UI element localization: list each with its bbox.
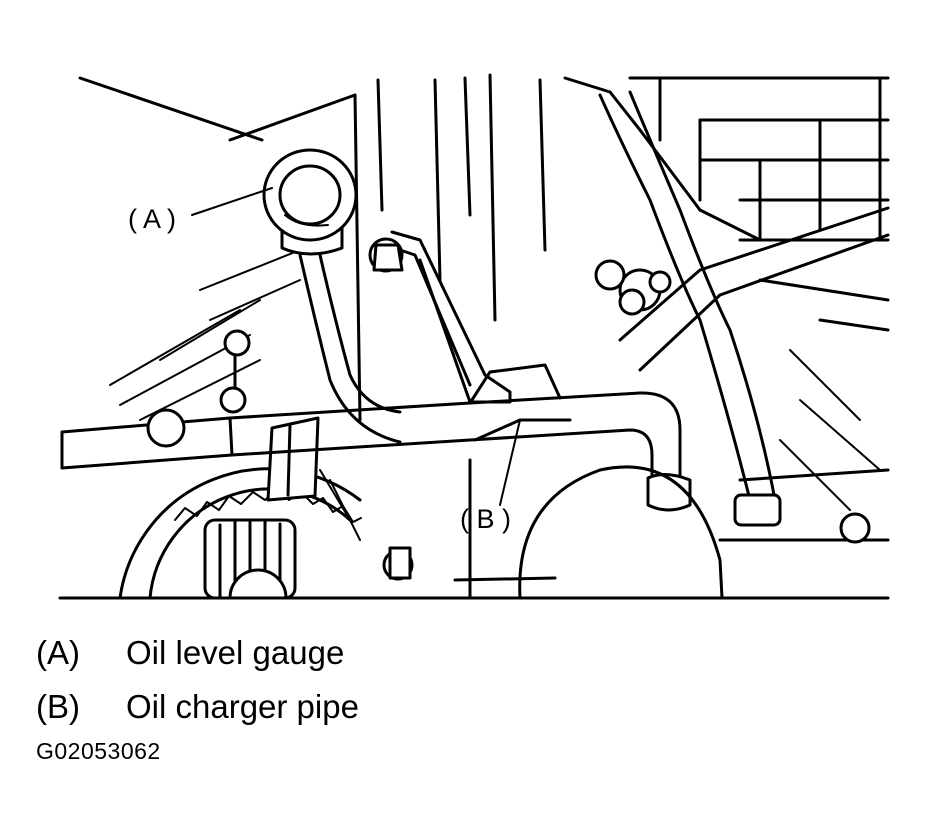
legend-row-a: (A) Oil level gauge <box>36 626 359 680</box>
legend-key-a: (A) <box>36 634 80 671</box>
callout-a-leader <box>191 187 273 216</box>
bracket <box>266 416 361 541</box>
oil-filter <box>453 458 724 600</box>
gauge-mount <box>368 230 512 404</box>
timing-pulley <box>118 467 362 600</box>
engine-illustration: ( A ) ( B ) <box>58 73 890 600</box>
legend-key-b: (B) <box>36 688 80 725</box>
legend-text-b: Oil charger pipe <box>126 688 359 725</box>
callout-a-label: ( A ) <box>128 204 176 234</box>
legend: (A) Oil level gauge (B) Oil charger pipe <box>36 626 359 734</box>
callout-b-label: ( B ) <box>460 504 511 534</box>
figure-id: G02053062 <box>36 738 161 764</box>
legend-row-b: (B) Oil charger pipe <box>36 680 359 734</box>
oil-level-gauge <box>262 148 402 444</box>
right-hose <box>594 90 890 544</box>
callout-b-leader <box>499 419 521 506</box>
engine-block-background <box>78 73 890 542</box>
legend-text-a: Oil level gauge <box>126 634 345 671</box>
left-hatching <box>109 249 301 421</box>
